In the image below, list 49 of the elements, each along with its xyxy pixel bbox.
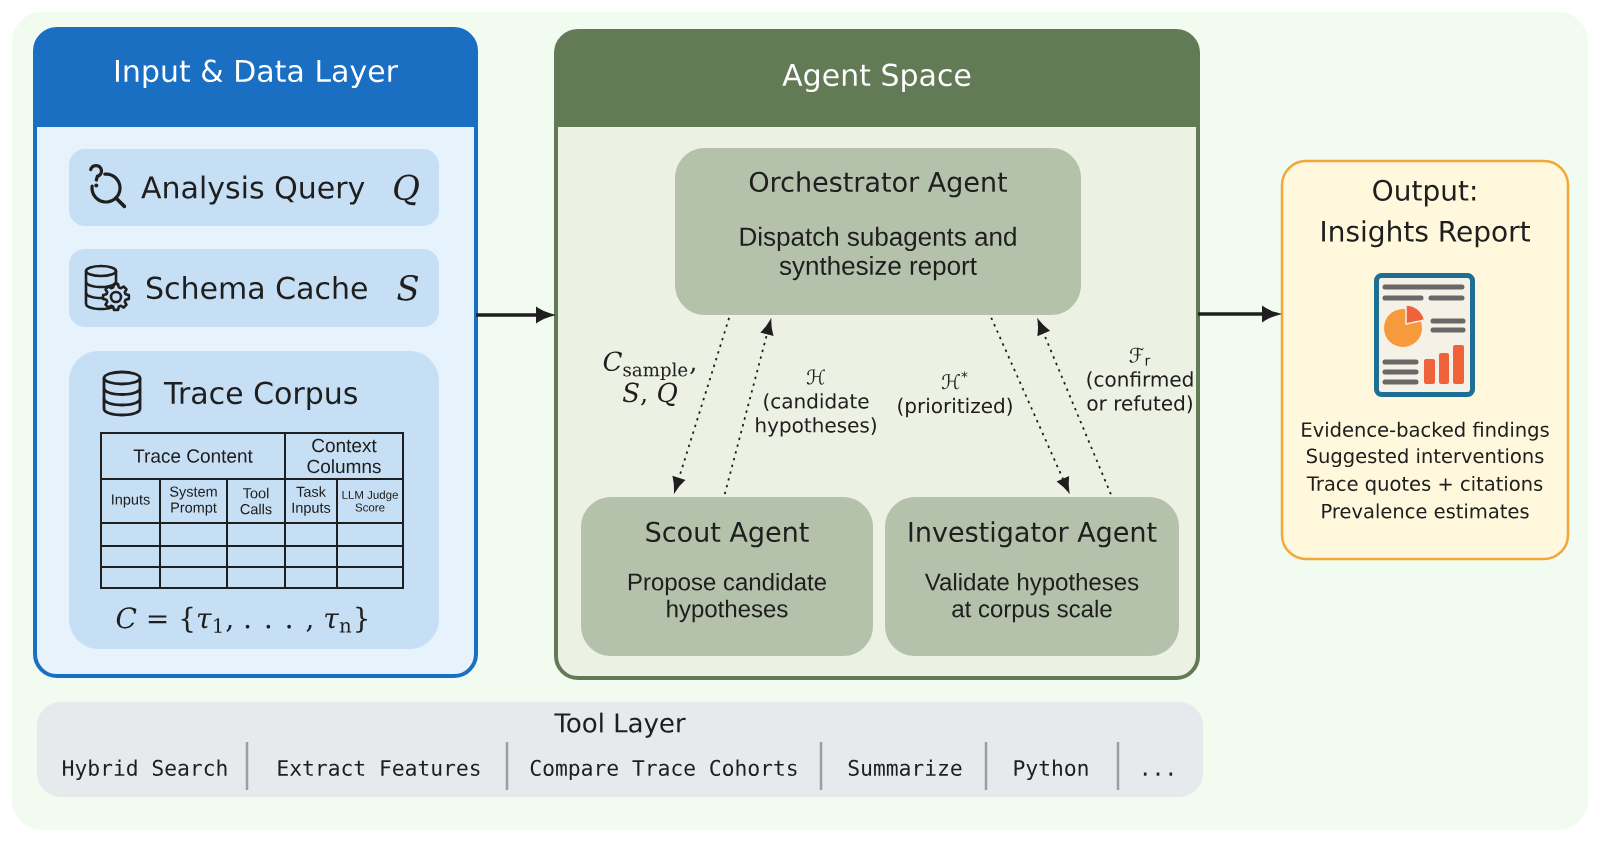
dotted-arrow: [723, 320, 774, 495]
tool-name: Python: [1014, 759, 1088, 781]
agent-box: [675, 148, 1081, 315]
table-header: Context Columns: [307, 438, 381, 474]
output-item: Trace quotes + citations: [1306, 475, 1543, 495]
edge-label: ℋ$^{*}$ (prioritized): [898, 371, 1012, 418]
agent-description: Propose candidate hypotheses: [628, 572, 826, 623]
edge-label: ℱ$_{r}$ (confirmed or refuted): [1087, 347, 1193, 414]
edge-label: ℋ (candidate hypotheses): [756, 369, 876, 437]
tool-name: Summarize: [848, 759, 962, 776]
agent-title: Investigator Agent: [909, 521, 1157, 548]
agent-description: Validate hypotheses at corpus scale: [924, 572, 1139, 623]
tool-layer-title: Tool Layer: [554, 712, 686, 738]
tool-name: Extract Features: [278, 760, 480, 776]
dotted-arrow: [990, 316, 1070, 493]
panel-header: Agent Space: [556, 31, 1198, 127]
table-header: LLM Judge Score: [342, 490, 398, 512]
agent-box: [885, 497, 1179, 656]
math-symbol: S: [397, 275, 419, 301]
tool-name: Compare Trace Cohorts: [530, 759, 797, 781]
agent-description: Dispatch subagents and synthesize report: [740, 226, 1016, 281]
input-box: [69, 249, 439, 327]
math-formula: C = {τ$_{1}$, . . . , τ$_{n}$}: [116, 606, 368, 633]
tool-name: ...: [1143, 772, 1173, 776]
output-box: [1280, 159, 1570, 561]
edge-label: C$_{sample}$, S, Q: [603, 351, 695, 407]
corpus-box: [69, 351, 439, 649]
dotted-arrow: [672, 316, 730, 492]
output-heading: Output: Insights Report: [1322, 179, 1530, 248]
panel-header: Input & Data Layer: [35, 29, 476, 127]
table-header: Task Inputs: [292, 486, 331, 516]
tool-layer-box: [37, 702, 1203, 797]
table-header: System Prompt: [170, 486, 217, 516]
agent-title: Scout Agent: [646, 521, 809, 548]
table-header: Tool Calls: [240, 487, 272, 515]
output-item: Prevalence estimates: [1322, 503, 1529, 519]
agent-box: [581, 497, 873, 656]
output-item: Evidence-backed findings: [1302, 421, 1549, 441]
table-header: Trace Content: [133, 449, 253, 463]
dotted-arrow: [1037, 320, 1112, 496]
agent-title: Orchestrator Agent: [749, 171, 1007, 198]
table-header: Inputs: [112, 494, 150, 508]
input-box: [69, 149, 439, 226]
item-label: Schema Cache: [147, 276, 367, 300]
math-symbol: Q: [394, 174, 419, 206]
item-label: Analysis Query: [141, 175, 365, 205]
item-label: Trace Corpus: [163, 381, 357, 411]
output-item: Suggested interventions: [1306, 448, 1544, 468]
tool-name: Hybrid Search: [63, 759, 227, 781]
